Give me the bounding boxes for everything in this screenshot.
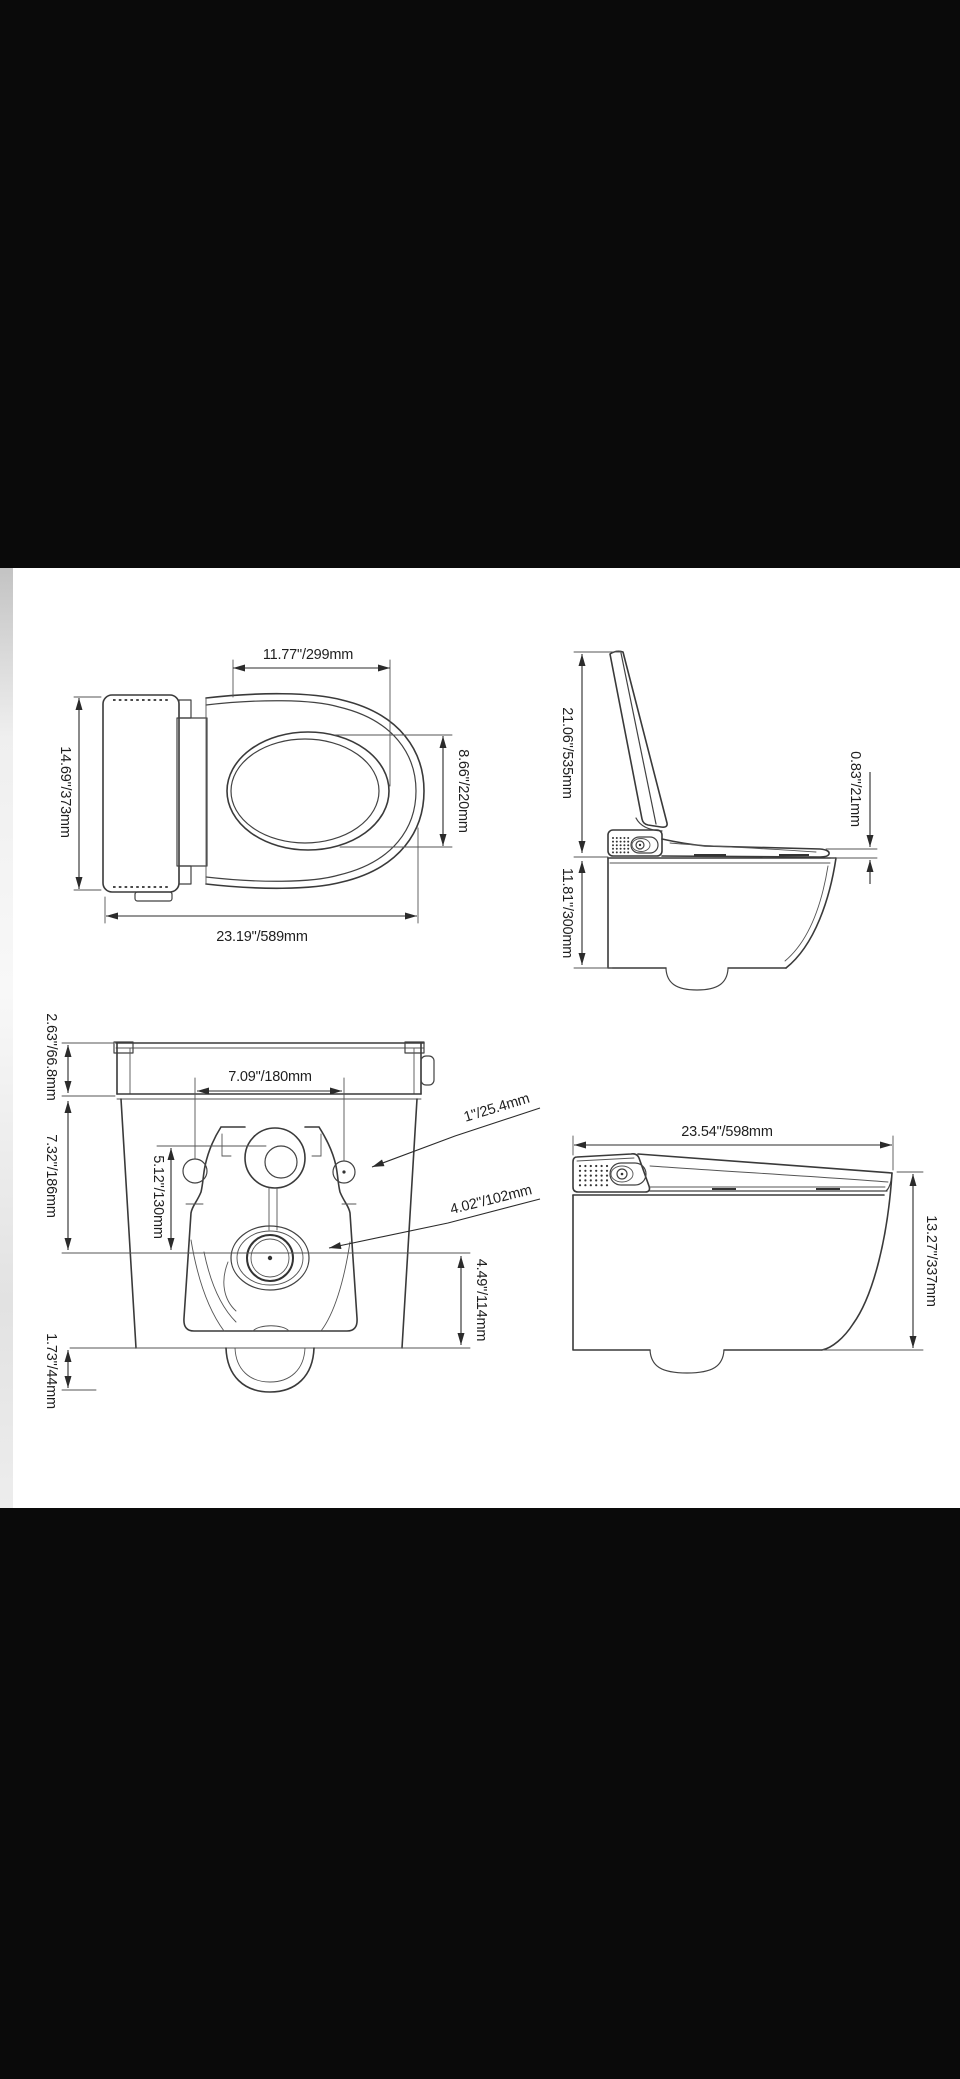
dim-label-rim-height: 11.81"/300mm xyxy=(559,868,575,958)
dim-label-overall-length-top: 23.19"/589mm xyxy=(216,929,308,945)
hinge-step-bottom xyxy=(178,865,192,885)
top-letterbox xyxy=(0,0,960,568)
bottom-letterbox xyxy=(0,1508,960,2079)
dim-label-bowl-opening-width: 8.66"/220mm xyxy=(455,749,471,833)
drain-pipe xyxy=(246,1234,294,1282)
bowl-opening-inner xyxy=(230,738,380,844)
inlet-hub xyxy=(244,1127,306,1189)
mounting-plate-outline xyxy=(183,1126,358,1332)
drain-outer xyxy=(230,1225,310,1291)
bowl-front-curve-closed xyxy=(821,1172,893,1351)
seat-outline-outer xyxy=(205,692,425,890)
hinge-plate xyxy=(176,717,208,867)
bowl-body-open xyxy=(607,857,787,969)
side-button xyxy=(420,1055,435,1086)
dim-label-bolt-hole-diameter: 1"/25.4mm xyxy=(462,1091,532,1126)
dim-label-drain-diameter: 4.02"/102mm xyxy=(449,1182,534,1218)
trapway-closed xyxy=(649,1349,725,1374)
diagram-panel: 11.77"/299mm 14.69"/373mm 8.66"/220mm 23… xyxy=(0,568,960,1508)
top-view: 11.77"/299mm 14.69"/373mm 8.66"/220mm 23… xyxy=(57,647,471,945)
side-view-closed: 23.54"/598mm 13.27"/337mm xyxy=(572,1124,939,1374)
leader-drain xyxy=(328,1198,541,1249)
bowl-opening-outer xyxy=(226,731,390,851)
tank-cap-left xyxy=(113,1041,134,1054)
dim-label-base-section: 1.73"/44mm xyxy=(43,1333,59,1409)
toilet-dimension-diagram: 11.77"/299mm 14.69"/373mm 8.66"/220mm 23… xyxy=(43,647,939,1409)
dim-label-bolt-to-drain: 5.12"/130mm xyxy=(150,1155,166,1239)
knob-button xyxy=(635,840,645,850)
knob-pill-closed xyxy=(609,1162,647,1186)
hinge-step-top xyxy=(178,699,192,719)
lid-closed-top-edge xyxy=(637,1153,893,1174)
seat-outline-inner xyxy=(205,700,417,882)
outlet-u xyxy=(225,1347,315,1393)
bowl-front-curve-open xyxy=(785,857,837,969)
rear-view: 2.63"/66.8mm 7.32"/186mm 1.73"/44mm 7.09… xyxy=(43,1013,541,1409)
tank-outline xyxy=(102,694,180,893)
dim-label-overall-length-side: 23.54"/598mm xyxy=(681,1124,773,1140)
seat-closed-bottom xyxy=(649,1172,893,1192)
knob-button-closed xyxy=(616,1168,628,1180)
side-view-open: 21.06"/535mm 11.81"/300mm 0.83"/21mm xyxy=(559,650,878,991)
bowl-body-closed xyxy=(572,1194,823,1351)
dim-label-overall-width: 14.69"/373mm xyxy=(57,746,73,838)
dim-label-lid-open-height: 21.06"/535mm xyxy=(559,707,575,799)
speaker-grid-icon-closed xyxy=(578,1164,609,1187)
dim-label-bolt-spacing: 7.09"/180mm xyxy=(228,1069,312,1085)
dim-label-top-section: 2.63"/66.8mm xyxy=(43,1013,59,1100)
trapway-open xyxy=(665,968,729,991)
seat-open-profile xyxy=(661,838,830,858)
dim-label-seat-opening-length: 11.77"/299mm xyxy=(263,647,353,663)
lid-open xyxy=(609,650,668,828)
plate-slots xyxy=(221,1133,322,1157)
tank-cap-right xyxy=(404,1041,425,1054)
control-unit-closed xyxy=(572,1153,651,1193)
body-sides-rear xyxy=(120,1098,418,1349)
speaker-grid-icon xyxy=(612,837,630,854)
page-edge-shadow xyxy=(0,568,13,1508)
dim-label-overall-height-side: 13.27"/337mm xyxy=(923,1215,939,1307)
dim-label-seat-thickness: 0.83"/21mm xyxy=(847,751,863,827)
tank-foot xyxy=(134,891,173,902)
trapway-curves xyxy=(190,1239,351,1332)
leader-bolt-hole xyxy=(371,1107,541,1168)
dim-label-drain-center-height: 4.49"/114mm xyxy=(473,1259,489,1342)
dim-label-mid-section: 7.32"/186mm xyxy=(43,1134,59,1218)
knob-pill xyxy=(630,836,659,854)
control-unit-side xyxy=(607,829,663,857)
